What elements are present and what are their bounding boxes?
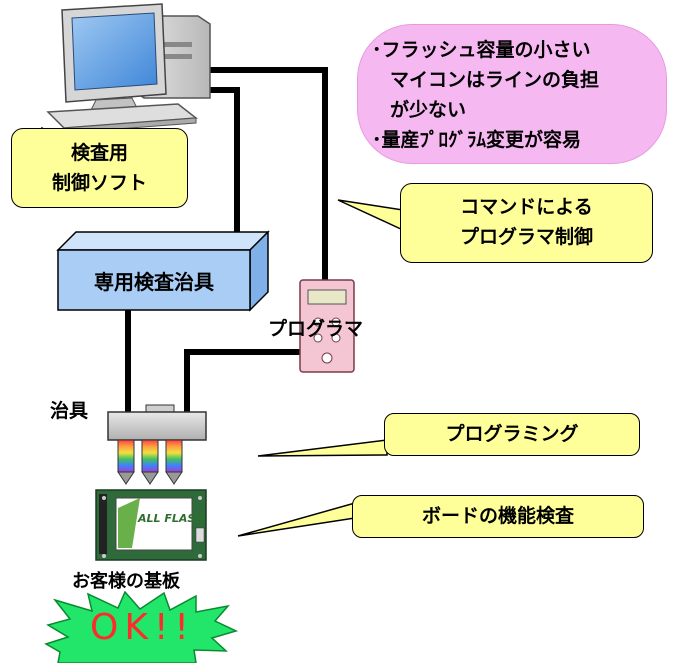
command-callout-tail — [337, 199, 404, 232]
pc-callout-line1: 検査用 — [70, 142, 128, 164]
fixture-box-label: 専用検査治具 — [94, 270, 214, 294]
programmer-device-icon — [299, 279, 355, 373]
fixture-box — [56, 230, 270, 312]
ok-starburst — [44, 590, 239, 663]
customer-board-icon — [95, 489, 207, 561]
pc-callout: 検査用 制御ソフト — [11, 128, 188, 208]
board-label: お客様の基板 — [72, 571, 180, 592]
jig-label: 治具 — [50, 400, 89, 422]
ok-text: OK!! — [90, 607, 195, 648]
command-callout-line2: プログラマ制御 — [459, 226, 593, 248]
board-test-callout-text: ボードの機能検査 — [421, 505, 574, 527]
jig-icon — [107, 404, 207, 485]
programming-callout-tail — [257, 439, 388, 457]
cable-pc-to-fixture — [185, 87, 240, 238]
board-logo: ALL FLASH — [138, 512, 205, 525]
note-line-2: マイコンはラインの負担 — [390, 69, 600, 91]
programming-callout-text: プログラミング — [445, 423, 579, 445]
note-line-3: が少ない — [390, 99, 467, 121]
pc-callout-line2: 制御ソフト — [51, 172, 147, 194]
cable-pc-to-programmer — [185, 67, 328, 280]
board-test-callout-tail — [237, 502, 356, 537]
note-bubble: ･フラッシュ容量の小さい マイコンはラインの負担 が少ない ･量産ﾌﾟﾛｸﾞﾗﾑ… — [357, 24, 667, 164]
monitor-icon — [61, 3, 167, 113]
cable-programmer-to-jig — [184, 349, 300, 412]
command-callout: コマンドによる プログラマ制御 — [400, 183, 653, 263]
command-callout-line1: コマンドによる — [460, 196, 593, 218]
programming-callout: プログラミング — [384, 413, 640, 456]
note-line-4: ･量産ﾌﾟﾛｸﾞﾗﾑ変更が容易 — [372, 129, 582, 151]
note-line-1: ･フラッシュ容量の小さい — [372, 39, 591, 61]
programmer-label: プログラマ — [268, 318, 364, 340]
board-test-callout: ボードの機能検査 — [352, 495, 644, 538]
